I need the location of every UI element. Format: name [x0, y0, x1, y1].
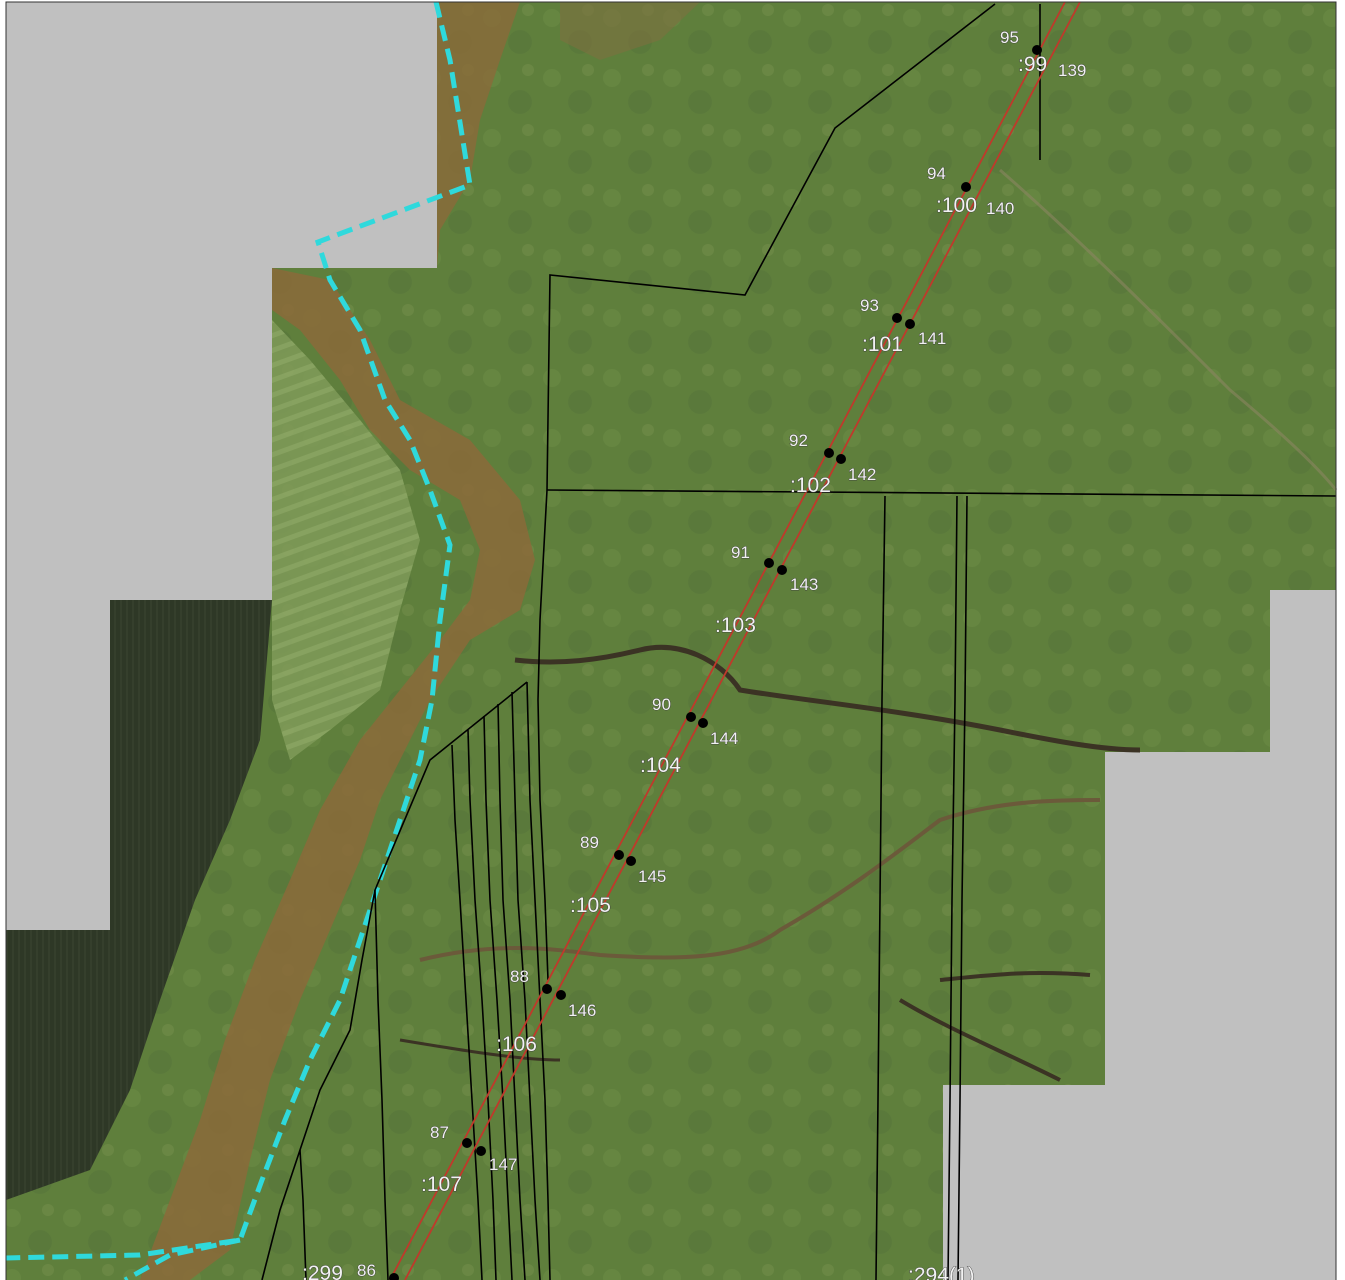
gully [399, 1038, 561, 1062]
label-99: :99 [1018, 53, 1047, 76]
ravine-top-right [560, 2, 700, 60]
label-143: 143 [790, 575, 818, 594]
map-frame [5, 1, 1337, 1280]
label-106: :106 [496, 1033, 537, 1056]
vertex-point[interactable] [1032, 45, 1042, 55]
dark-field [6, 600, 272, 1200]
label-89: 89 [580, 833, 599, 852]
label-92: 92 [789, 431, 808, 450]
label-88: 88 [510, 967, 529, 986]
boundary-dashed-line [123, 1237, 241, 1280]
label-146: 146 [568, 1001, 596, 1020]
label-139: 139 [1058, 61, 1086, 80]
label-102: :102 [790, 474, 831, 497]
vertex-point[interactable] [764, 558, 774, 568]
vertex-point[interactable] [836, 454, 846, 464]
vertex-point[interactable] [892, 313, 902, 323]
gully [898, 970, 1091, 1082]
vertex-point[interactable] [462, 1138, 472, 1148]
pipeline-corridor [389, 1, 1081, 1280]
label-299: :299 [302, 1262, 343, 1280]
vertex-point[interactable] [389, 1273, 399, 1280]
gully [419, 798, 1101, 962]
label-100: :100 [936, 194, 977, 217]
label-140: 140 [986, 199, 1014, 218]
label-87: 87 [430, 1123, 449, 1142]
label-101: :101 [862, 333, 903, 356]
label-90: 90 [652, 695, 671, 714]
parcel-lines [261, 3, 1337, 1280]
striped-field [272, 320, 420, 760]
label-145: 145 [638, 867, 666, 886]
road-track [999, 168, 1338, 491]
vertex-point[interactable] [824, 448, 834, 458]
label-294-1: :294(1) [908, 1264, 975, 1280]
label-95: 95 [1000, 28, 1019, 47]
vertex-point[interactable] [686, 712, 696, 722]
vertex-point[interactable] [556, 990, 566, 1000]
vertex-point[interactable] [905, 319, 915, 329]
label-144: 144 [710, 729, 738, 748]
label-107: :107 [421, 1173, 462, 1196]
vertex-points [389, 45, 1042, 1280]
vertex-point[interactable] [961, 182, 971, 192]
label-142: 142 [848, 465, 876, 484]
label-93: 93 [860, 296, 879, 315]
vertex-point[interactable] [614, 850, 624, 860]
label-86: 86 [357, 1261, 376, 1280]
boundary-dashed-line [5, 1, 473, 1261]
label-103: :103 [715, 614, 756, 637]
point-labels: 95 :99 139 94 :100 140 93 :101 141 92 :1… [302, 28, 1087, 1280]
label-141: 141 [918, 329, 946, 348]
vertex-point[interactable] [698, 718, 708, 728]
ravine-top [437, 2, 520, 268]
label-147: 147 [489, 1155, 517, 1174]
vertex-point[interactable] [626, 856, 636, 866]
vertex-point[interactable] [777, 565, 787, 575]
ravine-forest [140, 268, 535, 1280]
label-91: 91 [731, 543, 750, 562]
label-104: :104 [640, 754, 681, 777]
label-105: :105 [570, 894, 611, 917]
vertex-point[interactable] [476, 1146, 486, 1156]
label-94: 94 [927, 164, 946, 183]
vertex-point[interactable] [542, 984, 552, 994]
gully [514, 644, 1141, 753]
